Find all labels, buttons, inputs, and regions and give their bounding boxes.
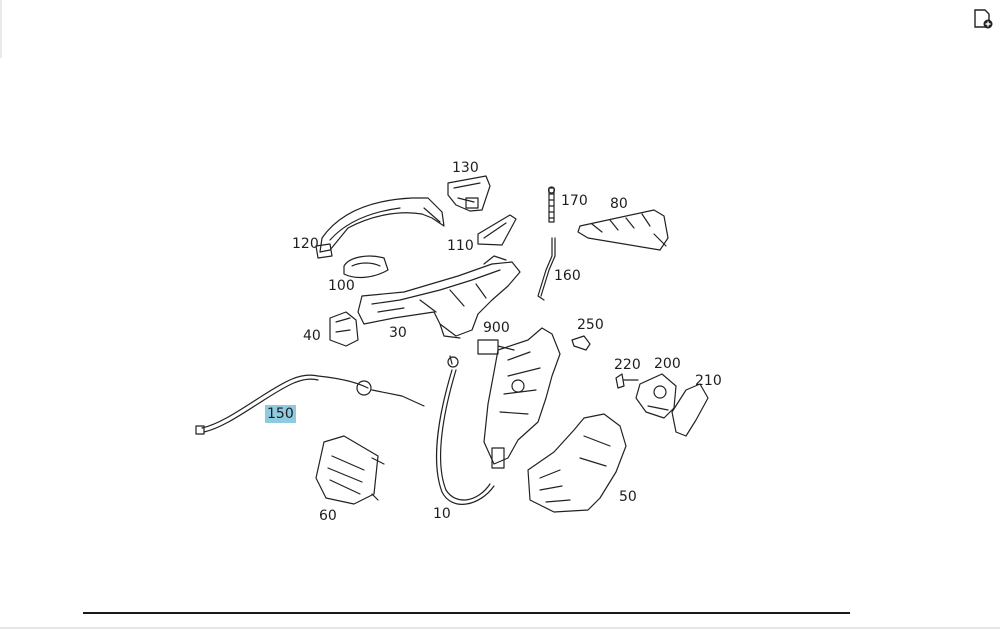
callout-10[interactable]: 10: [433, 506, 451, 522]
part-100-trim-seal[interactable]: [343, 255, 389, 279]
callout-220[interactable]: 220: [614, 357, 641, 373]
part-150-cable[interactable]: [195, 374, 425, 435]
callout-160[interactable]: 160: [554, 268, 581, 284]
part-160-rod[interactable]: [537, 237, 556, 301]
callout-200[interactable]: 200: [654, 356, 681, 372]
callout-210[interactable]: 210: [695, 373, 722, 389]
callout-80[interactable]: 80: [610, 196, 628, 212]
callout-900[interactable]: 900: [483, 320, 510, 336]
callout-100[interactable]: 100: [328, 278, 355, 294]
part-80-bracket[interactable]: [577, 209, 669, 251]
part-110-gasket[interactable]: [477, 214, 517, 246]
callout-150-selected[interactable]: 150: [265, 405, 296, 423]
part-200-bracket[interactable]: [635, 373, 677, 419]
left-edge-strip: [0, 0, 2, 58]
part-50-lock-housing[interactable]: [527, 413, 627, 513]
part-170-pin[interactable]: [547, 186, 556, 223]
part-60-control-module[interactable]: [315, 435, 385, 505]
callout-120[interactable]: 120: [292, 236, 319, 252]
part-30-handle-carrier[interactable]: [357, 255, 521, 339]
callout-60[interactable]: 60: [319, 508, 337, 524]
callout-250[interactable]: 250: [577, 317, 604, 333]
part-40-clip[interactable]: [329, 311, 359, 347]
document-add-icon: [974, 9, 993, 29]
callout-40[interactable]: 40: [303, 328, 321, 344]
callout-130[interactable]: 130: [452, 160, 479, 176]
bottom-divider: [0, 627, 1000, 629]
callout-170[interactable]: 170: [561, 193, 588, 209]
part-120-outer-handle[interactable]: [315, 197, 445, 259]
part-210-plate[interactable]: [671, 383, 709, 437]
add-to-list-button[interactable]: [972, 8, 994, 30]
callout-30[interactable]: 30: [389, 325, 407, 341]
part-220-screw[interactable]: [615, 373, 639, 389]
part-900-spacer[interactable]: [477, 339, 515, 355]
callout-50[interactable]: 50: [619, 489, 637, 505]
part-250-screw[interactable]: [571, 335, 591, 351]
diagram-baseline: [83, 612, 850, 614]
part-130-handle-cap[interactable]: [447, 175, 491, 212]
lock-module[interactable]: [483, 327, 561, 469]
part-10-bowden-cable[interactable]: [435, 355, 495, 505]
callout-110[interactable]: 110: [447, 238, 474, 254]
